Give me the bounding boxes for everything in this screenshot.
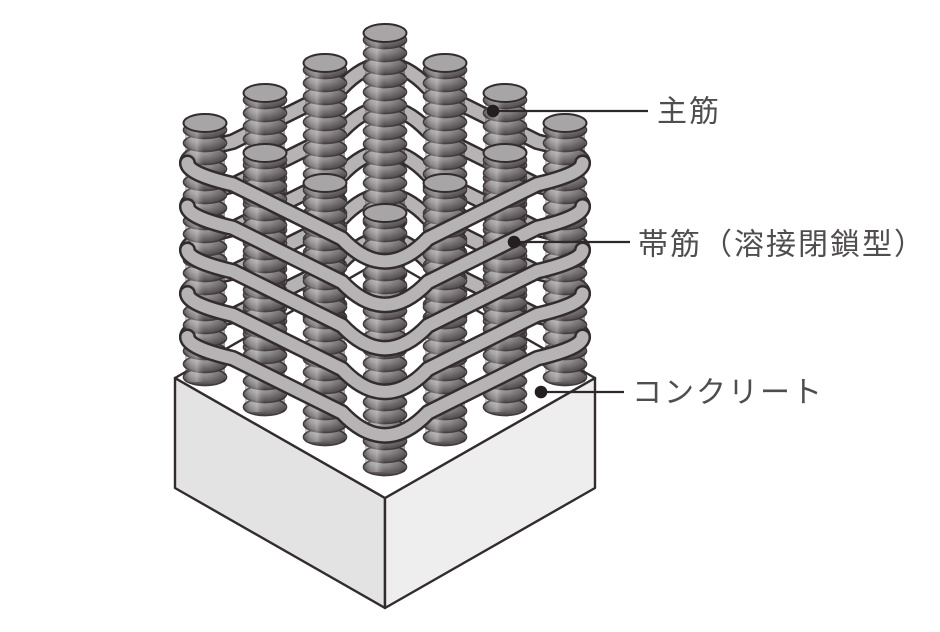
hoop-band xyxy=(181,331,589,442)
leader-dot-main-rebar xyxy=(486,104,500,118)
rebar-top-cap xyxy=(422,173,468,193)
rebar-top-cap xyxy=(482,143,528,163)
label-concrete: コンクリート xyxy=(632,377,824,410)
leader-lines xyxy=(486,104,648,399)
rebar-top-cap xyxy=(242,83,288,103)
hoop-band xyxy=(181,200,589,311)
rebar-top-cap xyxy=(422,53,468,73)
rebar-top-cap xyxy=(542,113,588,133)
hoop-band xyxy=(181,287,589,398)
hoop-band xyxy=(181,244,589,355)
leader-dot-concrete xyxy=(534,385,548,399)
rebar-top-cap xyxy=(362,203,408,223)
rebar-top-cap xyxy=(242,143,288,163)
label-hoop: 帯筋（溶接閉鎖型） xyxy=(638,229,926,262)
leader-dot-hoop xyxy=(507,235,521,249)
rebar-top-cap xyxy=(302,53,348,73)
label-main-rebar: 主筋 xyxy=(657,96,721,129)
main-rebar-layer xyxy=(182,23,588,477)
rebar-top-cap xyxy=(482,83,528,103)
rebar-top-cap xyxy=(302,173,348,193)
rebar-top-cap xyxy=(182,113,228,133)
hoop-bands-front-layer xyxy=(178,154,592,444)
hoop-band xyxy=(181,157,589,268)
rebar-top-cap xyxy=(362,23,408,43)
